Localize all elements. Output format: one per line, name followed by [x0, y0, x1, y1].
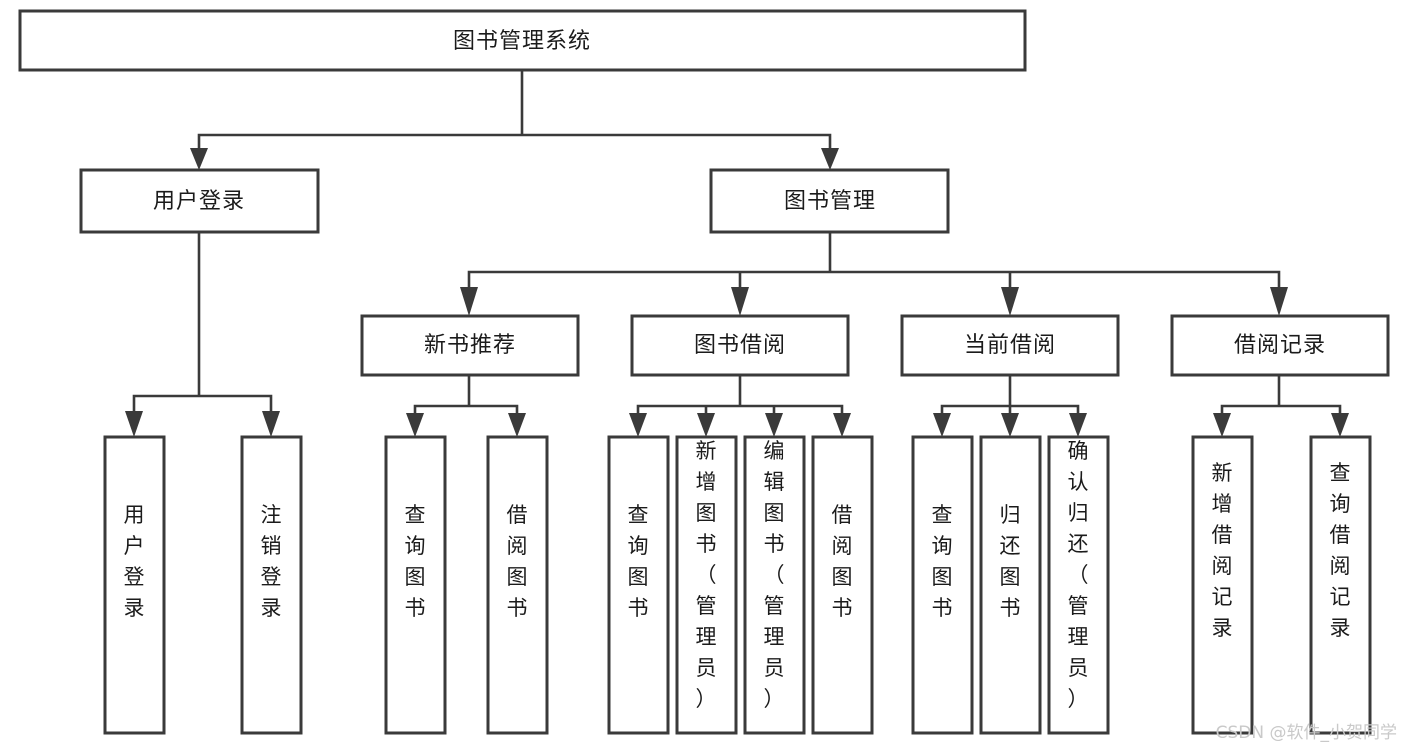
- leaf-book-borrow-add[interactable]: 新增图书（管理员）: [675, 435, 738, 735]
- leaf-box: [103, 435, 166, 735]
- node-root[interactable]: 图书管理系统: [18, 9, 1027, 72]
- node-borrow-record[interactable]: 借阅记录: [1170, 314, 1390, 377]
- arrowhead-br-leaf-2: [1331, 413, 1349, 437]
- arrowhead-to-new-book: [460, 287, 478, 316]
- leaf-label: 查询借阅记录: [1330, 461, 1351, 640]
- leaf-label: 查询图书: [405, 503, 426, 620]
- arrowhead-to-leaf-user-login: [125, 411, 143, 437]
- leaf-borrow-record-query[interactable]: 查询借阅记录: [1309, 435, 1372, 735]
- node-user-login-label: 用户登录: [153, 189, 245, 214]
- edge-borrow-record-to-bus: [1220, 373, 1342, 416]
- leaf-label: 注销登录: [261, 503, 282, 620]
- leaf-box: [240, 435, 303, 735]
- edge-book-borrow-to-bus: [636, 373, 844, 416]
- node-current-borrow-label: 当前借阅: [964, 333, 1056, 358]
- leaf-box: [811, 435, 874, 735]
- node-book-borrow-label: 图书借阅: [694, 333, 786, 358]
- leaf-box: [1191, 435, 1254, 735]
- node-user-login-box: [79, 168, 320, 234]
- leaf-label: 借阅图书: [507, 503, 528, 620]
- node-borrow-record-label: 借阅记录: [1234, 333, 1326, 358]
- leaf-book-borrow-borrow[interactable]: 借阅图书: [811, 435, 874, 735]
- leaf-box: [384, 435, 447, 735]
- leaf-label: 用户登录: [124, 503, 145, 620]
- node-new-book-recommend-label: 新书推荐: [424, 333, 516, 358]
- leaf-box: [1309, 435, 1372, 735]
- arrowhead-bb-leaf-4: [833, 413, 851, 437]
- leaf-box: [675, 435, 738, 735]
- leaf-current-borrow-return[interactable]: 归还图书: [979, 435, 1042, 735]
- node-book-manage-box: [709, 168, 950, 234]
- edge-root-to-bus: [197, 68, 832, 151]
- node-user-login[interactable]: 用户登录: [79, 168, 320, 234]
- arrowhead-cb-leaf-1: [933, 413, 951, 437]
- arrowhead-to-user-login: [190, 148, 208, 170]
- leaf-box: [979, 435, 1042, 735]
- edge-new-book-to-bus: [413, 373, 519, 416]
- edges-layer: [125, 68, 1349, 437]
- leaf-label: 查询图书: [932, 503, 953, 620]
- leaf-current-borrow-confirm[interactable]: 确认归还（管理员）: [1047, 435, 1110, 735]
- leaf-label: 借阅图书: [832, 503, 853, 620]
- edge-current-borrow-to-bus: [940, 373, 1080, 416]
- leaf-user-login-logout[interactable]: 注销登录: [240, 435, 303, 735]
- arrowhead-to-leaf-logout: [262, 411, 280, 437]
- edge-user-login-to-bus: [132, 230, 273, 414]
- leaf-box: [1047, 435, 1110, 735]
- arrowhead-to-book-manage: [821, 148, 839, 170]
- edge-book-manage-to-bus: [467, 230, 1281, 290]
- leaf-label: 确认归还（管理员）: [1068, 439, 1089, 711]
- node-new-book-recommend[interactable]: 新书推荐: [360, 314, 580, 377]
- arrowhead-bb-leaf-2: [697, 413, 715, 437]
- leaf-new-book-borrow[interactable]: 借阅图书: [486, 435, 549, 735]
- leaf-label: 编辑图书（管理员）: [764, 439, 785, 711]
- leaf-label: 新增图书（管理员）: [696, 439, 717, 711]
- arrowhead-bb-leaf-3: [765, 413, 783, 437]
- leaf-new-book-query[interactable]: 查询图书: [384, 435, 447, 735]
- node-root-label: 图书管理系统: [453, 29, 591, 54]
- node-current-borrow-box: [900, 314, 1120, 377]
- arrowhead-cb-leaf-2: [1001, 413, 1019, 437]
- leaf-label: 查询图书: [628, 503, 649, 620]
- node-current-borrow[interactable]: 当前借阅: [900, 314, 1120, 377]
- node-book-borrow[interactable]: 图书借阅: [630, 314, 850, 377]
- leaf-user-login-login[interactable]: 用户登录: [103, 435, 166, 735]
- node-borrow-record-box: [1170, 314, 1390, 377]
- leaf-book-borrow-query[interactable]: 查询图书: [607, 435, 670, 735]
- leaf-borrow-record-add[interactable]: 新增借阅记录: [1191, 435, 1254, 735]
- arrowhead-to-borrow-record: [1270, 287, 1288, 316]
- leaf-box: [743, 435, 806, 735]
- node-book-borrow-box: [630, 314, 850, 377]
- node-book-manage[interactable]: 图书管理: [709, 168, 950, 234]
- arrowhead-br-leaf-1: [1213, 413, 1231, 437]
- arrowhead-nb-leaf-2: [508, 413, 526, 437]
- leaf-label: 归还图书: [1000, 503, 1021, 620]
- arrowhead-to-book-borrow: [731, 287, 749, 316]
- leaf-book-borrow-edit[interactable]: 编辑图书（管理员）: [743, 435, 806, 735]
- node-book-manage-label: 图书管理: [784, 189, 876, 214]
- leaf-box: [486, 435, 549, 735]
- leaf-box: [607, 435, 670, 735]
- arrowhead-nb-leaf-1: [406, 413, 424, 437]
- arrowhead-bb-leaf-1: [629, 413, 647, 437]
- arrowhead-to-current-borrow: [1001, 287, 1019, 316]
- arrowhead-cb-leaf-3: [1069, 413, 1087, 437]
- leaf-current-borrow-query[interactable]: 查询图书: [911, 435, 974, 735]
- node-new-book-recommend-box: [360, 314, 580, 377]
- node-root-box: [18, 9, 1027, 72]
- csdn-watermark: CSDN @软件_小贺同学: [1215, 723, 1397, 743]
- leaf-box: [911, 435, 974, 735]
- leaf-label: 新增借阅记录: [1212, 461, 1233, 640]
